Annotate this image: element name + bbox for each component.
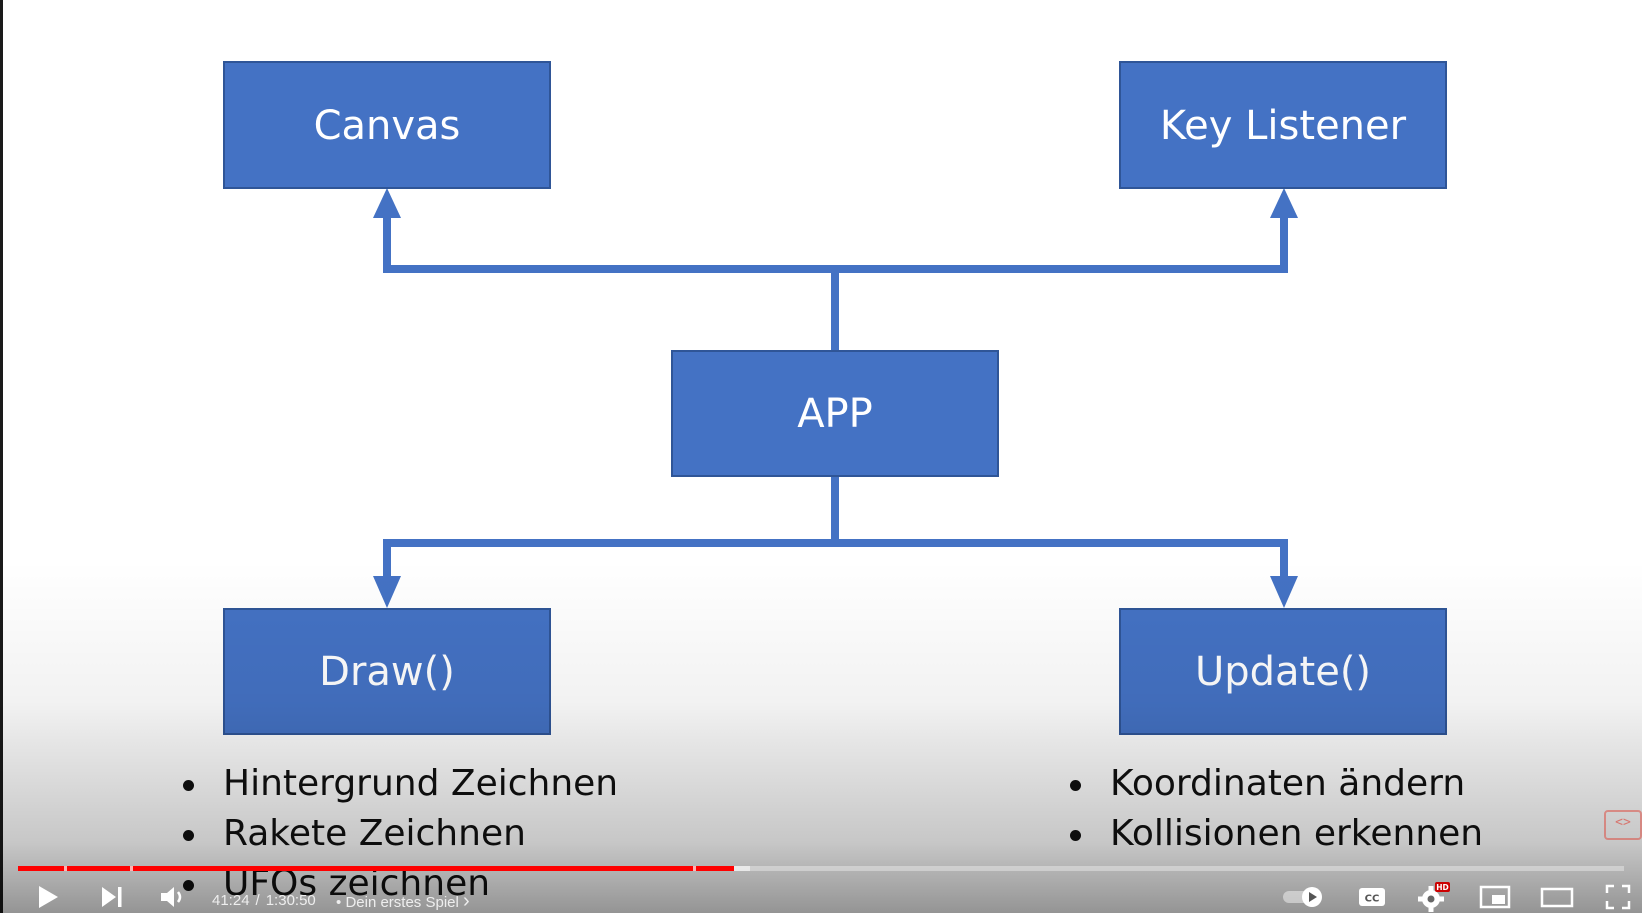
box-canvas-label: Canvas xyxy=(314,103,461,149)
fullscreen-button[interactable] xyxy=(1598,880,1638,913)
list-item: Rakete Zeichnen xyxy=(183,809,618,859)
theater-mode-icon xyxy=(1540,887,1574,907)
arrow-to-draw xyxy=(373,576,401,608)
arrow-to-update xyxy=(1270,576,1298,608)
bullet-icon xyxy=(183,880,194,891)
arrow-to-canvas xyxy=(373,188,401,218)
theater-mode-button[interactable] xyxy=(1536,880,1578,913)
miniplayer-button[interactable] xyxy=(1474,880,1516,913)
autoplay-toggle[interactable] xyxy=(1280,880,1326,913)
chevron-right-icon: › xyxy=(463,890,470,912)
captions-icon: CC xyxy=(1359,887,1385,906)
current-time: 41:24 xyxy=(212,892,250,909)
next-icon xyxy=(102,886,122,907)
play-button[interactable] xyxy=(30,880,66,913)
bullet-icon xyxy=(183,780,194,791)
box-key-listener: Key Listener xyxy=(1119,61,1447,189)
box-app: APP xyxy=(671,350,999,477)
player-controls: 41:24 / 1:30:50 • Dein erstes Spiel › CC xyxy=(0,880,1642,913)
progress-bar[interactable] xyxy=(18,866,1624,871)
arrow-to-key-listener xyxy=(1270,188,1298,218)
list-item: Kollisionen erkennen xyxy=(1070,809,1483,859)
box-draw: Draw() xyxy=(223,608,551,735)
progress-played xyxy=(18,866,735,871)
list-item: Hintergrund Zeichnen xyxy=(183,759,618,809)
bullet-icon xyxy=(1070,830,1081,841)
connector-bottom xyxy=(383,476,1288,576)
list-item: Koordinaten ändern xyxy=(1070,759,1483,809)
box-app-label: APP xyxy=(797,391,873,437)
list-item-text: Hintergrund Zeichnen xyxy=(223,763,619,804)
box-canvas: Canvas xyxy=(223,61,551,189)
hd-badge: HD xyxy=(1436,883,1449,892)
play-icon xyxy=(39,885,58,908)
connector-top xyxy=(383,213,1288,351)
settings-button[interactable]: HD xyxy=(1412,880,1454,913)
chapter-title: Dein erstes Spiel xyxy=(345,894,459,911)
chapter-marker xyxy=(64,866,67,871)
autoplay-toggle-icon xyxy=(1283,886,1322,907)
bullet-icon xyxy=(183,830,194,841)
miniplayer-icon xyxy=(1479,885,1511,908)
window-edge xyxy=(0,0,3,913)
volume-button[interactable] xyxy=(154,880,194,913)
settings-icon: HD xyxy=(1418,881,1450,912)
time-separator: / xyxy=(255,892,260,909)
chapter-button[interactable]: • Dein erstes Spiel › xyxy=(336,880,470,913)
box-update: Update() xyxy=(1119,608,1447,735)
captions-button[interactable]: CC xyxy=(1352,880,1392,913)
next-button[interactable] xyxy=(94,880,130,913)
chapter-marker xyxy=(130,866,133,871)
list-item-text: Koordinaten ändern xyxy=(1110,763,1466,804)
list-item-text: Rakete Zeichnen xyxy=(223,813,526,854)
list-item-text: Kollisionen erkennen xyxy=(1110,813,1484,854)
box-draw-label: Draw() xyxy=(319,649,455,695)
time-display: 41:24 / 1:30:50 xyxy=(212,880,316,913)
duration: 1:30:50 xyxy=(265,892,316,909)
svg-text:CC: CC xyxy=(1365,893,1380,904)
volume-icon xyxy=(161,886,182,907)
box-update-label: Update() xyxy=(1195,649,1371,695)
bullet-icon xyxy=(1070,780,1081,791)
embed-icon[interactable]: <> xyxy=(1604,810,1642,840)
update-bullet-list: Koordinaten ändern Kollisionen erkennen xyxy=(1070,759,1483,859)
fullscreen-icon xyxy=(1605,884,1631,909)
chapter-dot: • xyxy=(336,894,342,911)
chapter-marker xyxy=(693,866,696,871)
box-key-listener-label: Key Listener xyxy=(1160,103,1407,149)
